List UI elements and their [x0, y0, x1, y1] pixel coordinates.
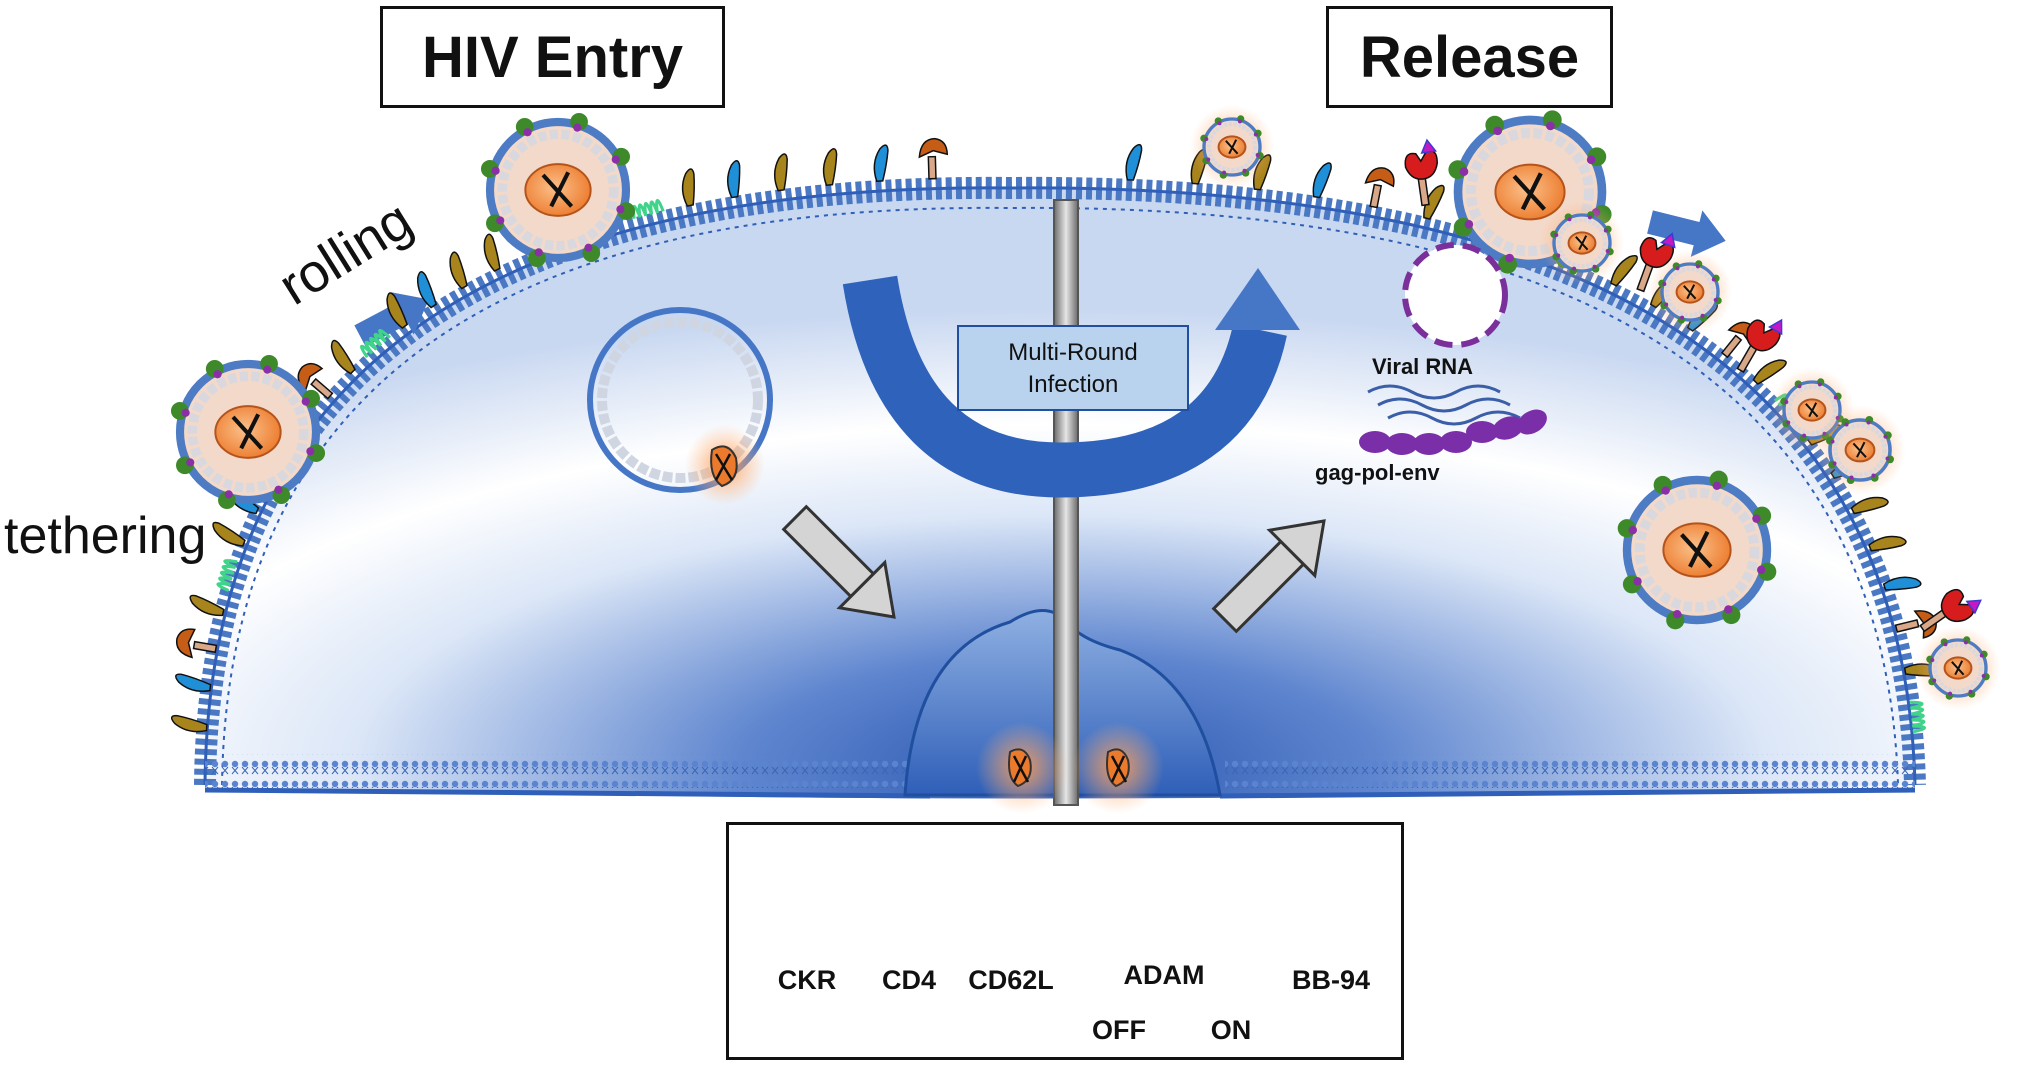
- grey-arrow-down: [781, 504, 896, 619]
- receptor-cd62l-0: [170, 714, 208, 733]
- receptor-cd4-25: [873, 144, 889, 183]
- receptor-cd62l-40: [1752, 359, 1787, 385]
- legend-adam-label: ADAM: [1123, 960, 1205, 990]
- receptor-adam-2: [175, 628, 218, 659]
- adam-on-1: [1636, 232, 1676, 293]
- receptor-cd62l-21: [681, 168, 695, 207]
- tethering-label: tethering: [4, 507, 207, 565]
- virions: [170, 105, 2000, 710]
- receptor-ckr-12: [360, 329, 391, 359]
- legend-bb94-label: BB-94: [1291, 965, 1371, 995]
- receptor-cd62l-16: [483, 233, 501, 272]
- receptor-adam-26: [918, 137, 949, 180]
- receptor-cd62l-23: [773, 153, 788, 192]
- release-arrow: [1647, 210, 1726, 257]
- center-pillar: [1053, 199, 1079, 806]
- virion-9: [1916, 626, 2000, 710]
- receptor-cd62l-36: [1610, 254, 1638, 287]
- receptor-ckr-4: [216, 559, 238, 592]
- receptor-cd4-27: [1125, 143, 1143, 181]
- grey-arrow-up: [1211, 519, 1326, 634]
- release-title: Release: [1326, 6, 1613, 108]
- virion-0: [170, 354, 326, 510]
- provirus-right: [1072, 722, 1164, 814]
- receptor-cd62l-3: [189, 594, 225, 617]
- receptor-cd4-14: [416, 271, 437, 309]
- virion-4: [1190, 105, 1274, 189]
- provirus-left: [976, 722, 1068, 814]
- bottom-membrane-left: [205, 754, 920, 788]
- legend-cd62l-label: CD62L: [968, 965, 1054, 995]
- multi-round-line1: Multi-Round: [1008, 339, 1137, 366]
- bottom-membrane-right: [1225, 754, 1915, 788]
- receptor-adam-31: [1364, 167, 1395, 209]
- virion-3: [1617, 470, 1777, 630]
- legend-ckr-label: CKR: [777, 965, 837, 995]
- legend-adam-off-label: OFF: [1092, 1015, 1146, 1045]
- receptor-cd62l-11: [330, 339, 356, 375]
- endosome: [587, 307, 773, 505]
- multi-round-box: [957, 325, 1189, 411]
- hiv-entry-title: HIV Entry: [380, 6, 725, 108]
- virion-1: [480, 112, 636, 268]
- receptor-cd62l-13: [386, 292, 409, 330]
- receptor-ckr-49: [1909, 700, 1927, 734]
- multi-round-arrow: [842, 275, 1287, 498]
- adam-on-0: [1404, 138, 1439, 207]
- virion-6: [1648, 250, 1732, 334]
- receptor-cd62l-44: [1850, 496, 1889, 515]
- viral-rna-label: Viral RNA: [1372, 354, 1473, 379]
- receptor-cd4-30: [1312, 162, 1332, 199]
- receptor-cd4-22: [726, 160, 741, 199]
- receptor-cd4-1: [175, 673, 212, 692]
- receptor-ckr-20: [631, 198, 665, 219]
- receptor-adam-10: [297, 362, 334, 400]
- receptor-cd4-46: [1882, 576, 1922, 591]
- gag-pol-env-proteins: [1359, 409, 1547, 455]
- adam-on-2: [1736, 318, 1783, 374]
- virion-8: [1815, 405, 1905, 495]
- adam-on-3: [1919, 588, 1982, 633]
- legend-adam-on-label: ON: [1210, 1015, 1252, 1045]
- legend-cd4-label: CD4: [881, 965, 936, 995]
- multi-round-line2: Infection: [1028, 371, 1119, 398]
- receptor-cd62l-24: [822, 148, 838, 186]
- virion-5: [1540, 201, 1624, 285]
- gag-pol-env-label: gag-pol-env: [1315, 460, 1440, 485]
- receptor-cd62l-5: [212, 521, 246, 547]
- receptor-cd62l-15: [449, 251, 468, 290]
- legend: CKR CD4 CD62L ADAM OFF ON BB-94: [726, 822, 1404, 1060]
- viral-rna-strands: [1367, 384, 1521, 426]
- receptor-cd62l-45: [1868, 535, 1907, 552]
- budding-vesicle: [1402, 242, 1508, 348]
